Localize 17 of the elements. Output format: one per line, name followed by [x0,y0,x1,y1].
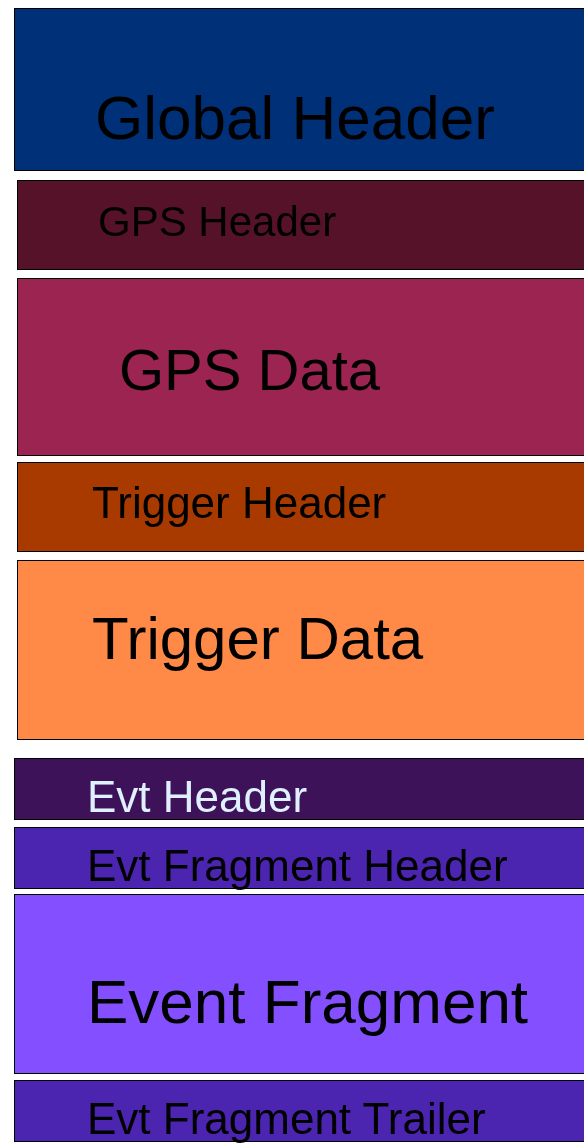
layer-label: GPS Header [98,201,337,243]
layer-label: GPS Data [119,341,381,399]
layer-label: Evt Header [87,775,308,819]
layer-label: Trigger Data [92,609,424,669]
layer-box [17,560,584,740]
layer-box [17,462,584,552]
layer-box [17,278,584,456]
layer-box [14,1080,584,1142]
layer-box [14,827,584,889]
layer-box [14,758,584,820]
layer-box [14,8,584,171]
layer-label: Evt Fragment Trailer [87,1097,486,1141]
layer-label: Evt Fragment Header [87,844,508,888]
layer-box [17,180,584,270]
layer-label: Trigger Header [92,481,387,525]
layer-box [14,894,584,1074]
layer-label: Global Header [95,87,495,149]
